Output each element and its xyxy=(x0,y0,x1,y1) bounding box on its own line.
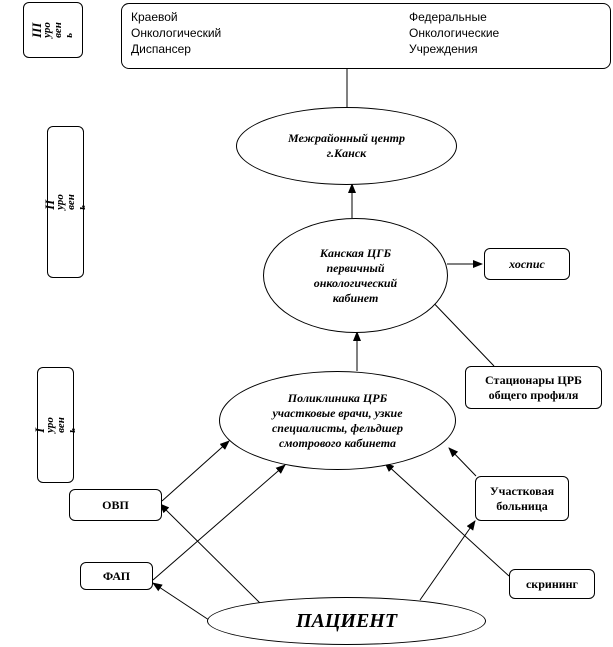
federal-institutions-text: Федеральные Онкологические Учреждения xyxy=(409,10,500,56)
level-iii-box: III уро вен ь xyxy=(23,2,83,58)
level-iii-label: III уро вен ь xyxy=(29,22,75,38)
screening-node: скрининг xyxy=(509,569,595,599)
patient-node: ПАЦИЕНТ xyxy=(207,597,486,645)
arrow-stacionary-to-kansk xyxy=(425,294,495,367)
level-i-label: I уро вен ь xyxy=(31,417,78,433)
arrow-skrining-to-poliklinika xyxy=(384,462,510,577)
level-ii-label: II уро вен ь xyxy=(41,194,88,210)
district-hospital-node: Участковая больница xyxy=(475,476,569,521)
arrow-ovp-to-poliklinika xyxy=(161,440,230,502)
arrow-fap-to-poliklinika xyxy=(152,464,286,581)
top-institutions-box: Краевой Онкологический Диспансер Федерал… xyxy=(121,3,611,69)
district-hospitals-node: Стационары ЦРБ общего профиля xyxy=(465,366,602,409)
level-i-box: I уро вен ь xyxy=(32,367,78,483)
ovp-node: ОВП xyxy=(69,489,162,521)
arrow-patient-to-ovp xyxy=(159,503,263,606)
polyclinic-node: Поликлиника ЦРБ участковые врачи, узкие … xyxy=(219,371,456,470)
hospice-node: хоспис xyxy=(484,248,570,280)
kansk-hospital-node: Канская ЦГБ первичный онкологический каб… xyxy=(263,218,448,333)
arrow-patient-to-uchastkovaya xyxy=(419,520,476,601)
regional-dispensary-text: Краевой Онкологический Диспансер xyxy=(131,10,222,56)
arrow-uchastkovaya-to-poliklinika xyxy=(448,447,477,477)
arrow-patient-to-fap xyxy=(152,582,213,623)
fap-node: ФАП xyxy=(80,562,153,590)
interdistrict-center-node: Межрайонный центр г.Канск xyxy=(236,107,457,185)
level-ii-box: II уро вен ь xyxy=(42,126,88,278)
